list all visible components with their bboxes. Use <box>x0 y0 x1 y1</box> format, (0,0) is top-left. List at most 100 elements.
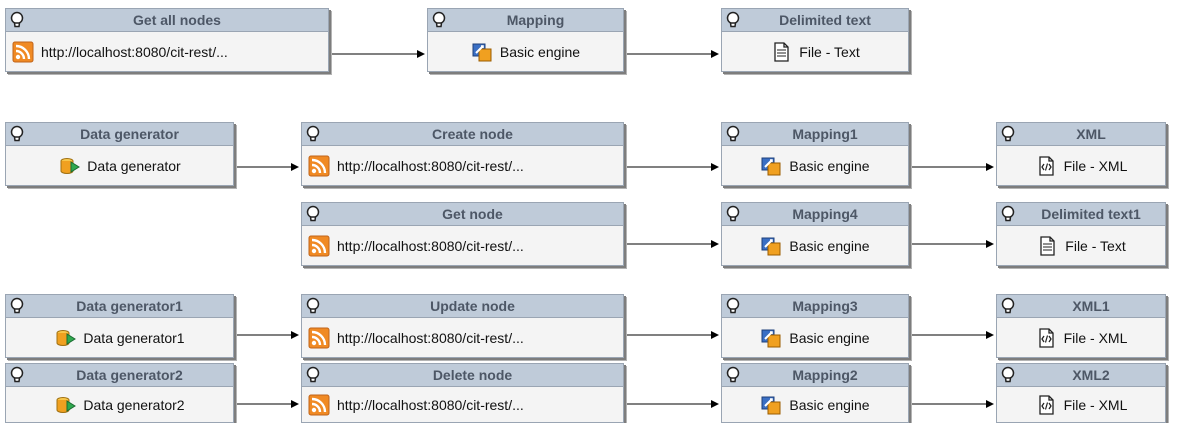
lightbulb-icon[interactable] <box>725 125 741 143</box>
lightbulb-icon[interactable] <box>9 366 25 384</box>
node-title: Data generator1 <box>76 298 183 314</box>
node-header[interactable] <box>6 9 328 32</box>
node-body[interactable]: http://localhost:8080/cit-rest/... <box>302 226 623 265</box>
node-body[interactable]: File - Text <box>722 32 908 71</box>
node-body[interactable]: File - XML <box>997 146 1165 185</box>
lightbulb-icon[interactable] <box>305 366 321 384</box>
node-header[interactable] <box>997 203 1165 226</box>
node-create-node[interactable]: Create node http://localhost:8080/cit-re… <box>301 122 624 186</box>
node-body[interactable]: http://localhost:8080/cit-rest/... <box>302 146 623 185</box>
node-body[interactable]: Basic engine <box>722 318 908 357</box>
mapping-engine-icon <box>761 396 781 414</box>
node-title: Delimited text <box>779 12 871 28</box>
text-file-icon <box>774 41 789 62</box>
node-xml2[interactable]: XML2 File - XML <box>996 363 1166 423</box>
lightbulb-icon[interactable] <box>305 205 321 223</box>
node-body[interactable]: Data generator2 <box>6 387 233 422</box>
mapping-engine-icon <box>472 43 492 61</box>
mapping-engine-icon <box>761 157 781 175</box>
lightbulb-icon[interactable] <box>1000 125 1016 143</box>
lightbulb-icon[interactable] <box>1000 205 1016 223</box>
text-file-icon <box>1040 235 1055 256</box>
node-body[interactable]: http://localhost:8080/cit-rest/... <box>302 318 623 357</box>
node-mapping2[interactable]: Mapping2 Basic engine <box>721 363 909 423</box>
node-header[interactable] <box>722 123 908 146</box>
node-xml[interactable]: XML File - XML <box>996 122 1166 186</box>
node-title: Data generator <box>80 126 179 142</box>
node-header[interactable] <box>6 123 233 146</box>
node-label: Data generator <box>87 157 181 174</box>
node-header[interactable] <box>722 203 908 226</box>
node-header[interactable] <box>6 295 233 318</box>
lightbulb-icon[interactable] <box>305 297 321 315</box>
node-header[interactable] <box>722 295 908 318</box>
node-body[interactable]: Basic engine <box>722 146 908 185</box>
node-delete-node[interactable]: Delete node http://localhost:8080/cit-re… <box>301 363 624 423</box>
node-header[interactable] <box>302 203 623 226</box>
lightbulb-icon[interactable] <box>1000 297 1016 315</box>
node-body[interactable]: Data generator1 <box>6 318 233 357</box>
node-label: http://localhost:8080/cit-rest/... <box>337 396 524 413</box>
node-title: XML <box>1076 126 1106 142</box>
node-header[interactable] <box>6 364 233 387</box>
node-body[interactable]: File - XML <box>997 318 1165 357</box>
node-title: Mapping <box>506 12 565 28</box>
lightbulb-icon[interactable] <box>725 205 741 223</box>
node-label: File - XML <box>1063 329 1128 346</box>
node-mapping[interactable]: Mapping Basic engine <box>427 8 624 72</box>
xml-file-icon <box>1038 394 1054 415</box>
node-data-generator1[interactable]: Data generator1 Data generator1 <box>5 294 234 358</box>
lightbulb-icon[interactable] <box>1000 366 1016 384</box>
node-header[interactable] <box>722 364 908 387</box>
node-header[interactable] <box>302 364 623 387</box>
node-update-node[interactable]: Update node http://localhost:8080/cit-re… <box>301 294 624 358</box>
rss-feed-icon <box>308 235 330 256</box>
node-title: XML1 <box>1072 298 1110 314</box>
node-body[interactable]: Data generator <box>6 146 233 185</box>
node-body[interactable]: Basic engine <box>428 32 623 71</box>
xml-file-icon <box>1038 155 1054 176</box>
rss-feed-icon <box>308 155 330 176</box>
node-header[interactable] <box>428 9 623 32</box>
node-body[interactable]: File - Text <box>997 226 1165 265</box>
node-mapping4[interactable]: Mapping4 Basic engine <box>721 202 909 266</box>
node-data-generator[interactable]: Data generator Data generator <box>5 122 234 186</box>
node-delimited-text1[interactable]: Delimited text1 File - Text <box>996 202 1166 266</box>
node-body[interactable]: http://localhost:8080/cit-rest/... <box>302 387 623 422</box>
node-label: File - Text <box>799 43 860 60</box>
node-header[interactable] <box>722 9 908 32</box>
lightbulb-icon[interactable] <box>431 11 447 29</box>
node-label: File - Text <box>1065 237 1126 254</box>
node-get-all-nodes[interactable]: Get all nodes http://localhost:8080/cit-… <box>5 8 329 72</box>
node-data-generator2[interactable]: Data generator2 Data generator2 <box>5 363 234 423</box>
mapping-engine-icon <box>761 329 781 347</box>
rss-feed-icon <box>308 394 330 415</box>
node-delimited-text[interactable]: Delimited text File - Text <box>721 8 909 72</box>
data-generator-icon <box>56 329 77 346</box>
node-get-node[interactable]: Get node http://localhost:8080/cit-rest/… <box>301 202 624 266</box>
node-header[interactable] <box>302 295 623 318</box>
lightbulb-icon[interactable] <box>725 366 741 384</box>
lightbulb-icon[interactable] <box>9 125 25 143</box>
lightbulb-icon[interactable] <box>9 297 25 315</box>
lightbulb-icon[interactable] <box>725 297 741 315</box>
node-body[interactable]: File - XML <box>997 387 1165 422</box>
lightbulb-icon[interactable] <box>725 11 741 29</box>
node-mapping1[interactable]: Mapping1 Basic engine <box>721 122 909 186</box>
lightbulb-icon[interactable] <box>305 125 321 143</box>
node-body[interactable]: http://localhost:8080/cit-rest/... <box>6 32 328 71</box>
node-header[interactable] <box>997 364 1165 387</box>
node-title: Delete node <box>432 367 513 383</box>
node-header[interactable] <box>997 123 1165 146</box>
node-mapping3[interactable]: Mapping3 Basic engine <box>721 294 909 358</box>
node-xml1[interactable]: XML1 File - XML <box>996 294 1166 358</box>
lightbulb-icon[interactable] <box>9 11 25 29</box>
node-header[interactable] <box>997 295 1165 318</box>
node-body[interactable]: Basic engine <box>722 387 908 422</box>
node-title: Mapping1 <box>792 126 858 142</box>
node-label: http://localhost:8080/cit-rest/... <box>337 157 524 174</box>
mapping-engine-icon <box>761 237 781 255</box>
node-title: Get all nodes <box>133 12 221 28</box>
node-header[interactable] <box>302 123 623 146</box>
node-body[interactable]: Basic engine <box>722 226 908 265</box>
